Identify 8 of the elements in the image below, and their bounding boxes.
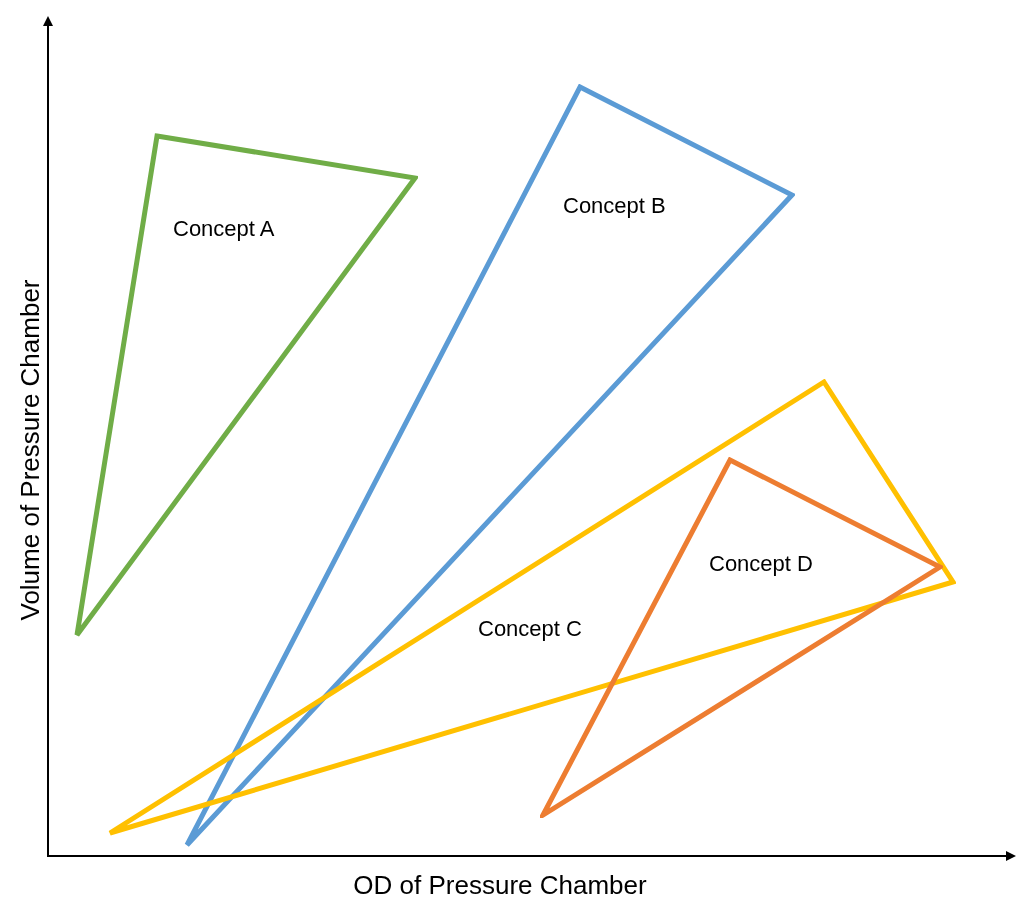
concept-label: Concept D	[709, 553, 813, 575]
concept-label: Concept A	[173, 218, 275, 240]
axis-title: Volume of Pressure Chamber	[17, 279, 43, 621]
concept-label: Concept B	[563, 195, 666, 217]
triangle-outline	[107, 379, 956, 836]
triangle-outline	[74, 133, 418, 638]
concept-label: Concept C	[478, 618, 582, 640]
axis-title: OD of Pressure Chamber	[353, 872, 647, 898]
